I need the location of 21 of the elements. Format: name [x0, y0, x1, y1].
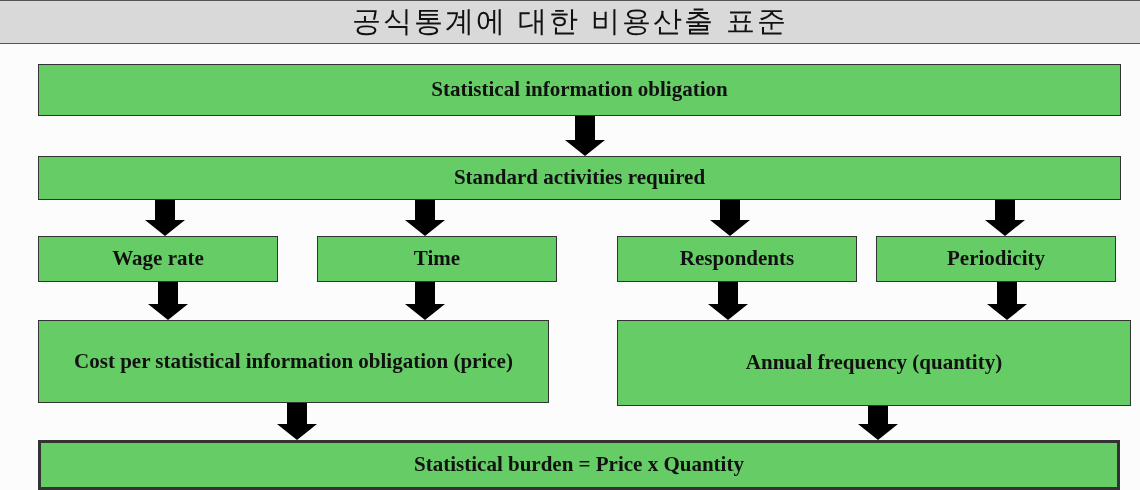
- process-box: Periodicity: [876, 236, 1116, 282]
- block-arrow: [565, 116, 605, 156]
- block-arrow: [985, 200, 1025, 236]
- block-arrow: [987, 282, 1027, 320]
- process-box: Statistical information obligation: [38, 64, 1121, 116]
- title-bar: 공식통계에 대한 비용산출 표준: [0, 0, 1140, 44]
- block-arrow: [710, 200, 750, 236]
- process-box: Annual frequency (quantity): [617, 320, 1131, 406]
- block-arrow: [277, 403, 317, 440]
- block-arrow: [405, 282, 445, 320]
- process-box: Cost per statistical information obligation (price): [38, 320, 549, 403]
- result-box: Statistical burden = Price x Quantity: [38, 440, 1120, 490]
- block-arrow: [858, 406, 898, 440]
- process-box: Time: [317, 236, 557, 282]
- block-arrow: [145, 200, 185, 236]
- process-box: Wage rate: [38, 236, 278, 282]
- block-arrow: [708, 282, 748, 320]
- process-box: Respondents: [617, 236, 857, 282]
- block-arrow: [405, 200, 445, 236]
- process-box: Standard activities required: [38, 156, 1121, 200]
- block-arrow: [148, 282, 188, 320]
